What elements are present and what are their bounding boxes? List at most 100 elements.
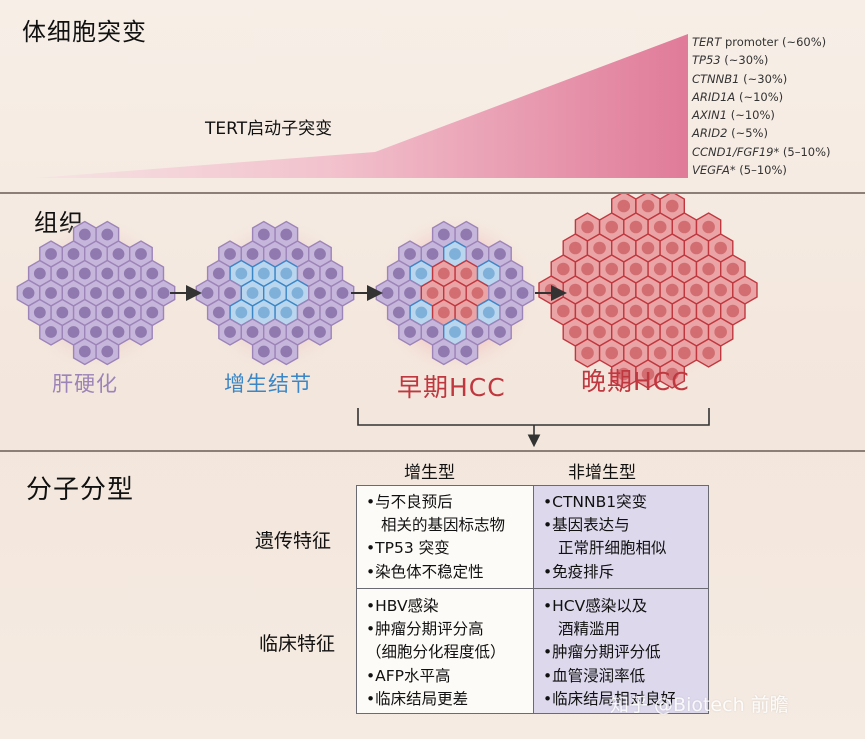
cell-nucleus: [738, 283, 752, 297]
cell-nucleus: [404, 287, 416, 299]
cell-nucleus: [460, 267, 473, 280]
cell-nucleus: [629, 304, 643, 318]
list-item: 相关的基因标志物: [381, 516, 506, 535]
cell-nucleus: [702, 262, 715, 276]
molecular-panel: 分子分型 增生型 非增生型 遗传特征 临床特征 •与不良预后 相关的基因标志物 …: [0, 452, 865, 739]
cell-nucleus: [665, 325, 679, 339]
hcc-bracket: [357, 408, 710, 426]
cell-nucleus: [101, 345, 114, 358]
cell-nucleus: [45, 248, 57, 260]
cell-nucleus: [653, 220, 667, 234]
cell-nucleus: [605, 262, 619, 276]
tert-promoter-label: TERT启动子突变: [205, 119, 333, 139]
row-label-clinical: 临床特征: [259, 633, 336, 655]
cell-nucleus: [641, 367, 655, 381]
cell-nucleus: [392, 306, 405, 319]
cell-nucleus: [314, 248, 326, 260]
cell-nucleus: [291, 326, 304, 338]
cell-nucleus: [581, 346, 594, 360]
cell-nucleus: [471, 287, 484, 299]
list-item: •AFP水平高: [366, 666, 451, 685]
cell-nucleus: [146, 267, 159, 280]
cell-nucleus: [336, 287, 349, 299]
cell-nucleus: [494, 248, 506, 260]
wedge-shape: [35, 34, 688, 178]
cell-nucleus: [641, 283, 655, 297]
cell-nucleus: [112, 326, 125, 338]
cell-nucleus: [449, 287, 461, 299]
cell-nucleus: [593, 325, 606, 339]
cell-nucleus: [544, 283, 558, 297]
cell-nucleus: [404, 248, 416, 260]
cell-nucleus: [325, 306, 338, 319]
cell-nucleus: [67, 326, 80, 338]
cell-nucleus: [426, 326, 439, 338]
stage-label-nodule: 增生结节: [224, 372, 312, 396]
cell-nucleus: [714, 325, 727, 339]
cell-nucleus: [157, 287, 170, 299]
cell-nucleus: [101, 228, 114, 241]
cell-nucleus: [146, 306, 159, 319]
stage-label-cirrhosis: 肝硬化: [52, 372, 118, 396]
list-item: •TP53 突变: [366, 539, 450, 558]
cell-nucleus: [280, 267, 293, 280]
cell-nucleus: [78, 306, 91, 319]
cell-nucleus: [617, 283, 631, 297]
cell-nucleus: [665, 199, 679, 213]
cell-nucleus: [33, 306, 46, 319]
cell-nucleus: [690, 325, 703, 339]
cell-nucleus: [67, 248, 80, 260]
list-item: •HBV感染: [366, 597, 439, 615]
list-item: •HCV感染以及: [543, 597, 648, 615]
cell-nucleus: [678, 220, 691, 234]
cell-nucleus: [280, 228, 293, 241]
cell-nucleus: [449, 248, 461, 260]
mutation-item: CCND1/FGF19* (5–10%): [692, 144, 831, 159]
list-item: •CTNNB1突变: [543, 493, 648, 511]
cell-nucleus: [437, 228, 450, 241]
stage-label-late-hcc: 晚期HCC: [581, 367, 690, 396]
cell-nucleus: [702, 220, 715, 234]
cell-genetic-proliferative: •与不良预后 相关的基因标志物 •TP53 突变 •染色体不稳定性: [356, 485, 534, 589]
cell-nucleus: [291, 287, 304, 299]
cell-nucleus: [581, 220, 594, 234]
cell-nucleus: [235, 306, 248, 319]
cell-clinical-nonproliferative: •HCV感染以及 酒精滥用 •肿瘤分期评分低 •血管浸润率低 •临床结局相对良好: [533, 588, 709, 714]
cell-nucleus: [404, 326, 416, 338]
cell-nucleus: [569, 241, 582, 255]
cell-nucleus: [45, 287, 57, 299]
cell-nucleus: [101, 306, 114, 319]
cell-nucleus: [653, 304, 667, 318]
cell-nucleus: [581, 262, 594, 276]
cell-nucleus: [212, 306, 225, 319]
mutation-item: TP53 (~30%): [692, 53, 769, 68]
cell-nucleus: [123, 267, 136, 280]
cell-nucleus: [641, 199, 655, 213]
cell-nucleus: [678, 346, 691, 360]
list-item: 酒精滥用: [558, 620, 621, 639]
cell-nucleus: [426, 248, 439, 260]
cell-nucleus: [690, 241, 703, 255]
mutation-item: TERT promoter (~60%): [692, 35, 827, 49]
tissue-panel: 组织 肝硬化 增生结节 早期HCC 晚期HCC: [0, 194, 865, 452]
cell-nucleus: [135, 248, 147, 260]
cell-nucleus: [702, 346, 715, 360]
cell-nucleus: [314, 326, 326, 338]
cell-nucleus: [581, 304, 594, 318]
cell-nucleus: [224, 248, 236, 260]
cell-nucleus: [569, 283, 582, 297]
cell-nucleus: [690, 283, 703, 297]
cell-nucleus: [78, 345, 91, 358]
cell-nucleus: [269, 287, 281, 299]
cell-nucleus: [665, 367, 679, 381]
cell-nucleus: [235, 267, 248, 280]
cell-nucleus: [246, 248, 259, 260]
cell-nucleus: [291, 248, 304, 260]
list-item: •血管浸润率低: [543, 666, 646, 685]
mutation-item: VEGFA* (5–10%): [692, 163, 787, 178]
cell-nucleus: [726, 262, 740, 276]
cell-nucleus: [653, 346, 667, 360]
cell-nucleus: [246, 326, 259, 338]
cell-nucleus: [702, 304, 715, 318]
cell-nucleus: [381, 287, 394, 299]
